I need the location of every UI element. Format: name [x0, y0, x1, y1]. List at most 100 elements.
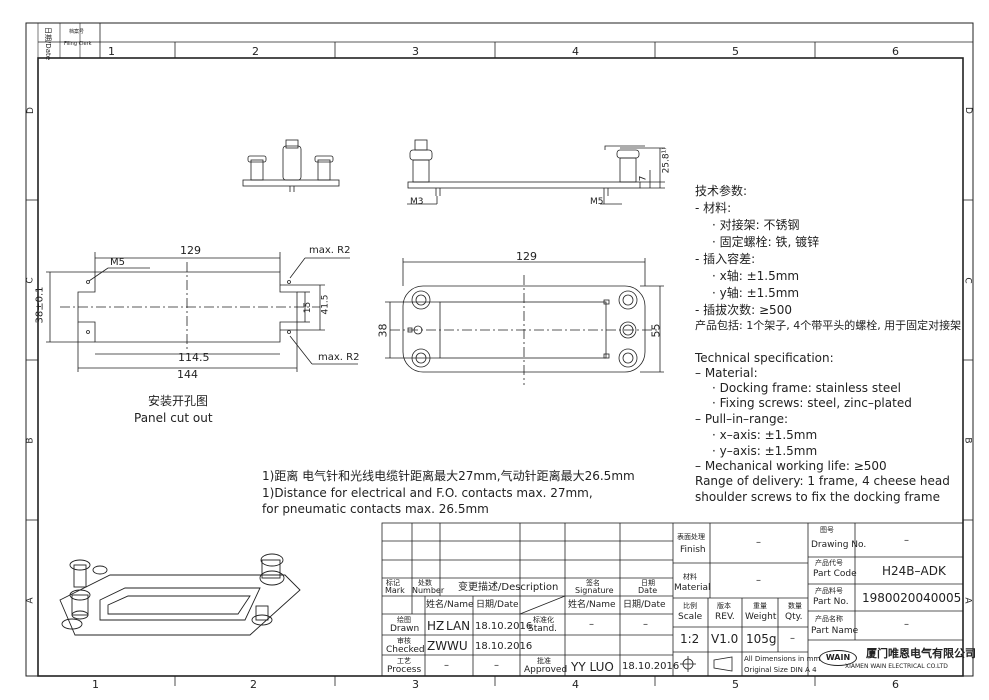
tb-finish-value: – — [756, 537, 761, 548]
zone-label-side-a: A — [25, 597, 36, 604]
tb-drawing-no-cn: 图号 — [820, 526, 834, 534]
dim-25-8: 25.8¹⁾ — [661, 147, 672, 174]
tb-part-name-cn: 产品名称 — [815, 615, 843, 623]
tb-process-name: – — [444, 660, 449, 671]
docking-frame-top-view — [385, 258, 664, 385]
cutout-title-cn: 安装开孔图 — [148, 394, 209, 408]
tb-part-no-cn: 产品料号 — [815, 587, 843, 595]
tb-checked-name-1: ZW — [427, 639, 448, 653]
tb-dims-note-1: All Dimensions in mm — [744, 655, 821, 663]
margin-filing-label-en: Filing Clerk — [64, 41, 92, 47]
tb-part-code-cn: 产品代号 — [815, 559, 843, 567]
zone-label-side-a-right: A — [962, 597, 973, 604]
tb-scale: Scale — [678, 612, 703, 622]
spec-en-line: · x–axis: ±1.5mm — [712, 428, 818, 442]
tb-signature-cn: 签名 — [586, 579, 600, 587]
tb-checked-cn: 审核 — [397, 637, 411, 645]
tb-finish-cn: 表面处理 — [677, 533, 705, 541]
zone-label-top-5: 5 — [732, 45, 739, 58]
note-en-line1: 1)Distance for electrical and F.O. conta… — [262, 486, 593, 500]
tb-qty-value: – — [790, 633, 795, 644]
label-m5-side: M5 — [590, 197, 604, 207]
tb-mark: Mark — [385, 586, 405, 595]
tb-part-name: Part Name — [811, 626, 859, 636]
title-block-grid — [381, 522, 964, 677]
tb-scale-cn: 比例 — [683, 602, 697, 610]
projection-symbol — [680, 656, 733, 672]
tb-approved: Approved — [524, 665, 568, 675]
spec-en-title: Technical specification: — [695, 351, 834, 365]
spec-cn-line: · y轴: ±1.5mm — [712, 286, 800, 300]
dim-129-frame: 129 — [516, 250, 537, 263]
panel-cutout — [46, 252, 358, 372]
tb-part-code-value: H24B–ADK — [882, 564, 946, 578]
tb-material-value: – — [756, 575, 761, 586]
dim-7: 7 — [638, 175, 649, 182]
spec-en-line: · Fixing screws: steel, zinc–plated — [712, 396, 912, 410]
zone-label-top-4: 4 — [572, 45, 579, 58]
note-cn: 1)距离 电气针和光线电缆针距离最大27mm,气动针距离最大26.5mm — [262, 469, 635, 483]
tb-date-cn: 日期 — [641, 579, 655, 587]
tb-process-cn: 工艺 — [397, 657, 411, 665]
tb-part-code: Part Code — [813, 569, 857, 579]
spec-cn-line: · 对接架: 不锈钢 — [712, 218, 800, 232]
tb-drawing-no-value: – — [904, 535, 909, 546]
tb-material-cn: 材料 — [683, 573, 697, 581]
company-name-en: XIAMEN WAIN ELECTRICAL CO.LTD — [845, 663, 948, 670]
spec-cn-line: - 插入容差: — [695, 252, 756, 266]
tb-process: Process — [387, 665, 422, 675]
zone-label-bottom-4: 4 — [572, 678, 579, 691]
tb-weight-value: 105g — [746, 632, 777, 646]
tb-drawn: Drawn — [390, 624, 420, 634]
zone-label-bottom-2: 2 — [250, 678, 257, 691]
tb-name-header: 姓名/Name — [426, 600, 474, 610]
spec-cn-line: · x轴: ±1.5mm — [712, 269, 800, 283]
tb-stand-name: – — [589, 619, 594, 630]
spec-en-line: – Mechanical working life: ≥500 — [695, 459, 887, 473]
spec-en-line: · y–axis: ±1.5mm — [712, 444, 818, 458]
spec-cn-title: 技术参数: — [695, 184, 748, 198]
tb-weight: Weight — [745, 612, 777, 622]
isometric-view — [59, 553, 301, 636]
cutout-title-en: Panel cut out — [134, 411, 213, 425]
tb-checked: Checked — [386, 645, 425, 655]
tb-date-header-2: 日期/Date — [623, 600, 666, 610]
label-max-r2-bottom: max. R2 — [318, 352, 360, 363]
tb-dims-note-2: Original Size DIN A 4 — [744, 666, 817, 674]
tb-signature: Signature — [575, 586, 614, 595]
tb-stand-cn: 标准化 — [533, 616, 554, 624]
zone-label-top-3: 3 — [412, 45, 419, 58]
tb-drawn-date: 18.10.2016 — [475, 621, 533, 632]
tb-drawing-no: Drawing No. — [811, 540, 867, 550]
tb-part-name-value: – — [904, 619, 909, 630]
tb-qty: Qty. — [785, 612, 803, 622]
tb-checked-date: 18.10.2016 — [475, 641, 533, 652]
tb-scale-value: 1:2 — [680, 632, 700, 646]
zone-label-top-1: 1 — [108, 45, 115, 58]
side-view-small — [242, 139, 340, 192]
label-m5-cutout: M5 — [110, 257, 125, 268]
zone-label-top-2: 2 — [252, 45, 259, 58]
dim-15: 15 — [303, 301, 314, 314]
dim-114-5: 114.5 — [178, 351, 210, 364]
zone-label-side-d: D — [25, 107, 36, 114]
tb-date-header: 日期/Date — [476, 600, 519, 610]
tb-mark-cn: 标记 — [386, 579, 400, 587]
tb-approved-name: YY LUO — [571, 660, 614, 674]
spec-en-line: · Docking frame: stainless steel — [712, 381, 901, 395]
tb-name-header-2: 姓名/Name — [568, 600, 616, 610]
spec-en-line: Range of delivery: 1 frame, 4 cheese hea… — [695, 474, 950, 488]
tb-checked-name-2: WU — [447, 639, 468, 653]
tb-stand: Stand. — [528, 624, 558, 634]
dim-129-cutout: 129 — [180, 244, 201, 257]
dim-38-frame: 38 — [376, 323, 390, 338]
spec-cn-line: 产品包括: 1个架子, 4个带平头的螺栓, 用于固定对接架 — [695, 319, 962, 332]
dim-41-5: 41.5 — [320, 294, 331, 315]
margin-date-label: 日期/Date — [44, 26, 53, 61]
tb-description: 变更描述/Description — [458, 582, 559, 593]
zone-label-side-c: C — [25, 277, 36, 284]
zone-label-side-b: B — [25, 437, 36, 444]
zone-label-bottom-3: 3 — [412, 678, 419, 691]
company-name-cn: 厦门唯恩电气有限公司 — [866, 647, 976, 660]
label-m3: M3 — [410, 197, 424, 207]
